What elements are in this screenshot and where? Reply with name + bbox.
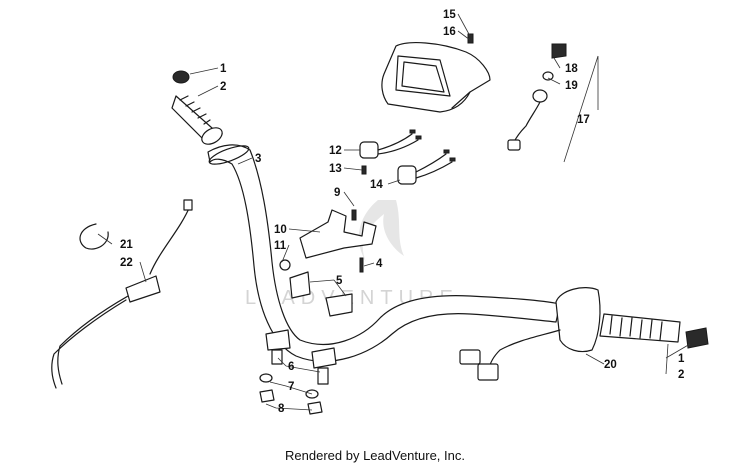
handlebar-switches: [359, 129, 456, 185]
callout-7: 7: [288, 381, 294, 393]
callout-1-top: 1: [220, 63, 227, 75]
callout-16: 16: [443, 26, 456, 38]
callout-10: 10: [274, 224, 287, 236]
callout-4: 4: [376, 258, 383, 270]
callout-2-bottom: 2: [678, 369, 684, 381]
callout-14: 14: [370, 179, 383, 191]
callout-21: 21: [120, 239, 133, 251]
left-grip: [171, 70, 223, 145]
leader-lines: [97, 13, 691, 411]
callout-1-bottom: 1: [678, 353, 685, 365]
callout-15: 15: [443, 9, 456, 21]
callout-20: 20: [604, 359, 617, 371]
callouts: 1 2 3 4 5 6 7 8 9 10 11 12 13 14 15 16 1…: [120, 9, 685, 415]
mount-bracket: [279, 209, 377, 271]
callout-5: 5: [336, 275, 343, 287]
throttle-cable: [51, 199, 193, 389]
handlebar-cover: [381, 33, 491, 113]
handlebar: [207, 144, 561, 362]
callout-3: 3: [255, 153, 261, 165]
callout-9: 9: [334, 187, 340, 199]
callout-22: 22: [120, 257, 133, 269]
callout-13: 13: [329, 163, 342, 175]
callout-17: 17: [577, 114, 590, 126]
callout-19: 19: [565, 80, 578, 92]
right-control-housing: [459, 287, 709, 381]
ignition-switch: [507, 43, 567, 151]
handlebar-clamps: [289, 257, 364, 317]
caption: Rendered by LeadVenture, Inc.: [285, 448, 465, 463]
callout-12: 12: [329, 145, 342, 157]
callout-18: 18: [565, 63, 578, 75]
callout-8: 8: [278, 403, 285, 415]
risers: [259, 329, 337, 415]
callout-11: 11: [274, 240, 287, 252]
callout-6: 6: [288, 361, 294, 373]
callout-2-top: 2: [220, 81, 226, 93]
